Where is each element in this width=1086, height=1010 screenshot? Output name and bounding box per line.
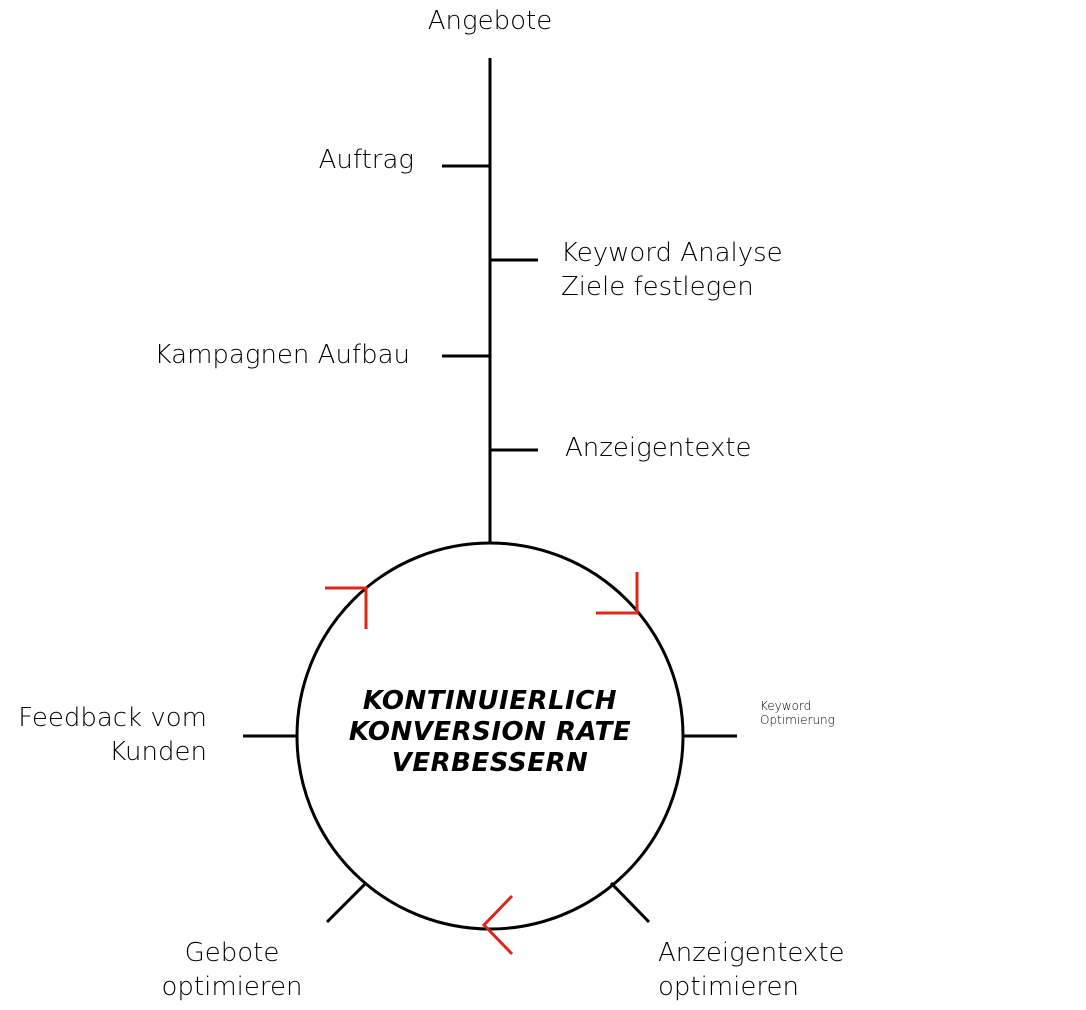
label-anzeigentexte: Anzeigentexte: [565, 433, 752, 463]
label-keyword-optimierung: Keyword Optimierung: [760, 699, 835, 727]
label-anzeigentexte-optimieren: Anzeigentexte optimieren: [658, 938, 845, 1002]
label-angebote: Angebote: [427, 6, 553, 36]
label-kampagnen-aufbau: Kampagnen Aufbau: [154, 340, 410, 370]
cycle-center-text: KONTINUIERLICH KONVERSION RATE VERBESSER…: [348, 686, 632, 778]
arrow-top-right-icon: [596, 572, 639, 615]
label-feedback-vom-kunden: Feedback vom Kunden: [18, 703, 207, 767]
tick-anzeigentexte-optimieren: [609, 881, 651, 924]
label-auftrag: Auftrag: [318, 145, 414, 175]
label-keyword-analyse: Keyword Analyse Ziele festlegen: [561, 238, 783, 302]
arrow-top-left-icon: [325, 586, 368, 629]
arrow-bottom-left-icon: [481, 894, 514, 956]
label-gebote-optimieren: Gebote optimieren: [161, 938, 303, 1002]
tick-gebote: [325, 881, 368, 924]
